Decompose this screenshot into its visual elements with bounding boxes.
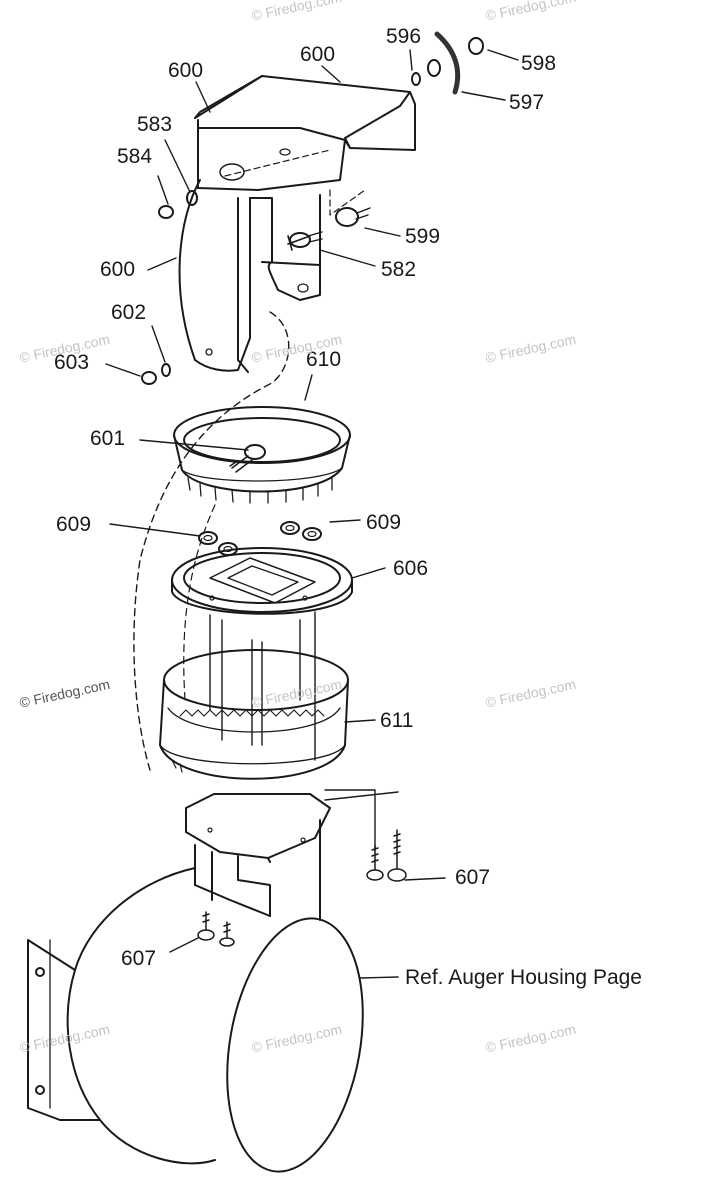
callout-596: 596 — [386, 25, 422, 48]
screws-607 — [197, 829, 407, 947]
guide-rods — [209, 611, 316, 761]
callout-600-chute: 600 — [100, 258, 136, 281]
chute-ring — [173, 406, 351, 504]
callout-603: 603 — [54, 351, 90, 374]
callout-582: 582 — [381, 258, 417, 281]
callout-584: 584 — [117, 145, 153, 168]
callout-609-right: 609 — [366, 511, 402, 534]
callout-601: 601 — [90, 427, 126, 450]
lower-chute-neck — [194, 819, 321, 921]
bolt-601 — [229, 444, 266, 473]
flange-plate — [171, 547, 353, 615]
upper-chute-body — [178, 179, 321, 373]
deflector-hardware — [141, 31, 484, 385]
chute-base-ring — [159, 649, 349, 780]
chute-mount-plate — [185, 789, 399, 863]
nuts-609 — [198, 521, 322, 556]
callout-598: 598 — [521, 52, 557, 75]
chute-deflector — [194, 75, 416, 216]
callout-602: 602 — [111, 301, 147, 324]
callout-611: 611 — [380, 709, 414, 732]
callout-610: 610 — [306, 348, 342, 371]
callout-583: 583 — [137, 113, 173, 136]
callout-597: 597 — [509, 91, 545, 114]
assembly-dashed-outline-inner — [183, 504, 216, 701]
callout-607-right: 607 — [455, 866, 491, 889]
assembly-dashed-outline — [133, 311, 290, 771]
callout-609-left: 609 — [56, 513, 92, 536]
callout-607-left: 607 — [121, 947, 157, 970]
callout-600-deflector-top: 600 — [300, 43, 336, 66]
callout-606: 606 — [393, 557, 429, 580]
leader-lines — [105, 49, 519, 979]
callout-599: 599 — [405, 225, 441, 248]
callout-ref-auger-housing: Ref. Auger Housing Page — [405, 966, 642, 989]
auger-housing — [27, 867, 364, 1173]
callout-600-deflector-left: 600 — [168, 59, 204, 82]
